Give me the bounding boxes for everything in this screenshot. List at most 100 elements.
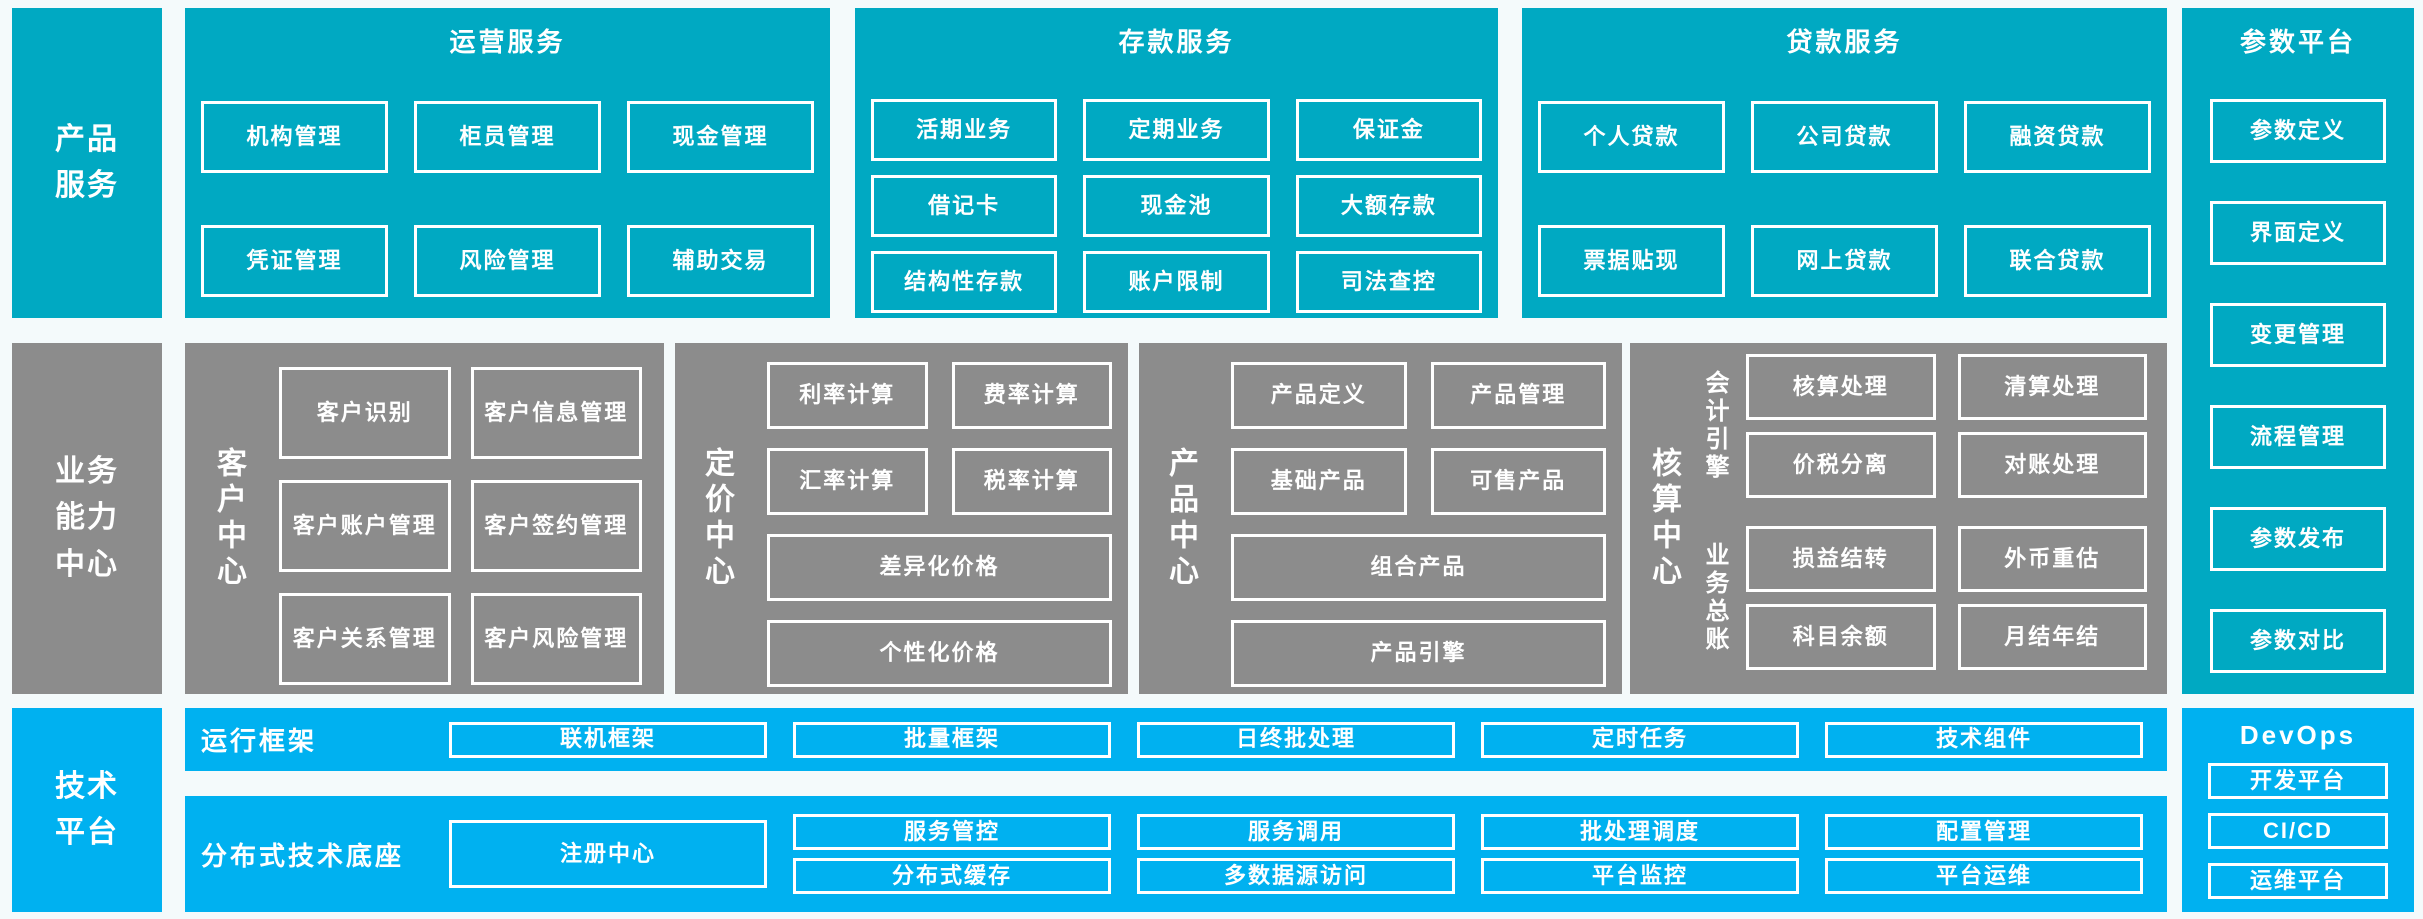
capability-box-wide: 个性化价格 bbox=[767, 620, 1112, 687]
capability-box-wide: 产品引擎 bbox=[1231, 620, 1606, 687]
service-box: 现金管理 bbox=[627, 101, 814, 173]
service-box: 票据贴现 bbox=[1538, 225, 1725, 297]
panel-customer-center: 客户中心 客户识别 客户信息管理 客户账户管理 客户签约管理 客户关系管理 客户… bbox=[185, 343, 664, 694]
section-operations-services: 运营服务 机构管理 柜员管理 现金管理 凭证管理 风险管理 辅助交易 bbox=[185, 8, 830, 318]
sidebar-capability-line: 能力 bbox=[55, 501, 119, 535]
business-ledger-group: 业务总账 损益结转 外币重估 科目余额 月结年结 bbox=[1701, 526, 2147, 670]
service-box: 辅助交易 bbox=[627, 225, 814, 297]
capability-box: 清算处理 bbox=[1957, 354, 2147, 420]
sidebar-product-line: 服务 bbox=[55, 169, 119, 202]
sidebar-product-line: 产品 bbox=[55, 122, 119, 156]
sidebar-product-services: 产品 服务 bbox=[12, 8, 162, 318]
service-box: 结构性存款 bbox=[871, 251, 1058, 313]
service-box: 活期业务 bbox=[871, 99, 1058, 161]
capability-box: 客户信息管理 bbox=[470, 367, 642, 459]
capability-box: 月结年结 bbox=[1957, 604, 2147, 670]
devops-box: 开发平台 bbox=[2208, 763, 2388, 799]
section-title: DevOps bbox=[2239, 720, 2357, 750]
tech-box: 平台监控 bbox=[1481, 858, 1799, 894]
service-box: 联合贷款 bbox=[1964, 225, 2151, 297]
section-devops: DevOps 开发平台 CI/CD 运维平台 bbox=[2182, 708, 2414, 912]
strip-label: 运行框架 bbox=[201, 726, 318, 756]
capability-box-wide: 差异化价格 bbox=[767, 534, 1112, 601]
sidebar-business-capability: 业务 能力 中心 bbox=[12, 343, 162, 694]
panel-product-center: 产品中心 产品定义 产品管理 基础产品 可售产品 组合产品 产品引擎 bbox=[1139, 343, 1622, 694]
service-box: 公司贷款 bbox=[1751, 101, 1938, 173]
section-title: 运营服务 bbox=[449, 27, 566, 57]
tech-box: 批处理调度 bbox=[1481, 814, 1799, 850]
service-box: 凭证管理 bbox=[201, 225, 388, 297]
panel-pricing-center: 定价中心 利率计算 费率计算 汇率计算 税率计算 差异化价格 个性化价格 bbox=[675, 343, 1128, 694]
devops-box: CI/CD bbox=[2208, 813, 2388, 849]
panel-label: 定价中心 bbox=[700, 446, 733, 591]
capability-box: 客户风险管理 bbox=[470, 593, 642, 685]
service-box: 保证金 bbox=[1295, 99, 1482, 161]
section-title: 存款服务 bbox=[1118, 27, 1235, 57]
service-box: 借记卡 bbox=[871, 175, 1058, 237]
capability-box: 客户账户管理 bbox=[279, 480, 451, 572]
strip-distributed-base: 分布式技术底座 注册中心 服务管控 服务调用 批处理调度 配置管理 分布式缓存 … bbox=[185, 796, 2167, 912]
capability-box: 利率计算 bbox=[767, 362, 928, 429]
capability-box: 科目余额 bbox=[1746, 604, 1936, 670]
group-label: 业务总账 bbox=[1701, 542, 1728, 654]
tech-box: 日终批处理 bbox=[1137, 721, 1455, 758]
section-parameter-platform: 参数平台 参数定义 界面定义 变更管理 流程管理 参数发布 参数对比 bbox=[2182, 8, 2414, 694]
tech-box: 多数据源访问 bbox=[1137, 858, 1455, 894]
service-box: 融资贷款 bbox=[1964, 101, 2151, 173]
capability-box: 税率计算 bbox=[951, 448, 1112, 515]
service-box: 司法查控 bbox=[1295, 251, 1482, 313]
parameter-box: 变更管理 bbox=[2210, 303, 2386, 367]
capability-box: 产品定义 bbox=[1231, 362, 1407, 429]
capability-box: 基础产品 bbox=[1231, 448, 1407, 515]
sidebar-tech-line: 平台 bbox=[55, 816, 119, 849]
capability-box: 核算处理 bbox=[1746, 354, 1936, 420]
tech-box: 分布式缓存 bbox=[793, 858, 1111, 894]
capability-box: 价税分离 bbox=[1746, 432, 1936, 498]
service-box: 网上贷款 bbox=[1751, 225, 1938, 297]
service-box: 机构管理 bbox=[201, 101, 388, 173]
parameter-box: 参数发布 bbox=[2210, 507, 2386, 571]
sidebar-capability-line: 业务 bbox=[55, 454, 119, 488]
strip-label: 分布式技术底座 bbox=[201, 840, 405, 871]
parameter-box: 流程管理 bbox=[2210, 405, 2386, 469]
parameter-box: 参数定义 bbox=[2210, 99, 2386, 163]
tech-box: 技术组件 bbox=[1825, 721, 2143, 758]
parameter-box: 参数对比 bbox=[2210, 609, 2386, 673]
section-loan-services: 贷款服务 个人贷款 公司贷款 融资贷款 票据贴现 网上贷款 联合贷款 bbox=[1522, 8, 2167, 318]
capability-box: 外币重估 bbox=[1957, 526, 2147, 592]
tech-box: 配置管理 bbox=[1825, 814, 2143, 850]
capability-box: 产品管理 bbox=[1430, 362, 1606, 429]
service-box: 定期业务 bbox=[1083, 99, 1270, 161]
capability-box: 客户关系管理 bbox=[279, 593, 451, 685]
service-box: 账户限制 bbox=[1083, 251, 1270, 313]
accounting-engine-group: 会计引擎 核算处理 清算处理 价税分离 对账处理 bbox=[1701, 354, 2147, 498]
tech-box: 联机框架 bbox=[449, 721, 767, 758]
sidebar-tech-platform: 技术 平台 bbox=[12, 708, 162, 912]
sidebar-tech-line: 技术 bbox=[55, 769, 119, 803]
tech-box: 服务管控 bbox=[793, 814, 1111, 850]
tech-box: 服务调用 bbox=[1137, 814, 1455, 850]
service-box: 风险管理 bbox=[414, 225, 601, 297]
tech-box: 平台运维 bbox=[1825, 858, 2143, 894]
service-box: 现金池 bbox=[1083, 175, 1270, 237]
section-title: 贷款服务 bbox=[1786, 27, 1903, 57]
capability-box: 客户签约管理 bbox=[470, 480, 642, 572]
panel-label: 产品中心 bbox=[1164, 446, 1197, 591]
sidebar-capability-line: 中心 bbox=[55, 547, 119, 581]
capability-box: 汇率计算 bbox=[767, 448, 928, 515]
section-deposit-services: 存款服务 活期业务 定期业务 保证金 借记卡 现金池 大额存款 结构性存款 账户… bbox=[855, 8, 1498, 318]
registry-center-box: 注册中心 bbox=[449, 820, 767, 888]
parameter-box: 界面定义 bbox=[2210, 201, 2386, 265]
devops-box: 运维平台 bbox=[2208, 863, 2388, 899]
service-box: 大额存款 bbox=[1295, 175, 1482, 237]
panel-label: 客户中心 bbox=[212, 446, 245, 591]
tech-box: 批量框架 bbox=[793, 721, 1111, 758]
capability-box: 对账处理 bbox=[1957, 432, 2147, 498]
panel-accounting-center: 核算中心 会计引擎 核算处理 清算处理 价税分离 对账处理 业务总账 损益结转 … bbox=[1630, 343, 2167, 694]
capability-box: 费率计算 bbox=[951, 362, 1112, 429]
capability-box: 损益结转 bbox=[1746, 526, 1936, 592]
strip-runtime-framework: 运行框架 联机框架 批量框架 日终批处理 定时任务 技术组件 bbox=[185, 708, 2167, 771]
tech-box: 定时任务 bbox=[1481, 721, 1799, 758]
service-box: 个人贷款 bbox=[1538, 101, 1725, 173]
